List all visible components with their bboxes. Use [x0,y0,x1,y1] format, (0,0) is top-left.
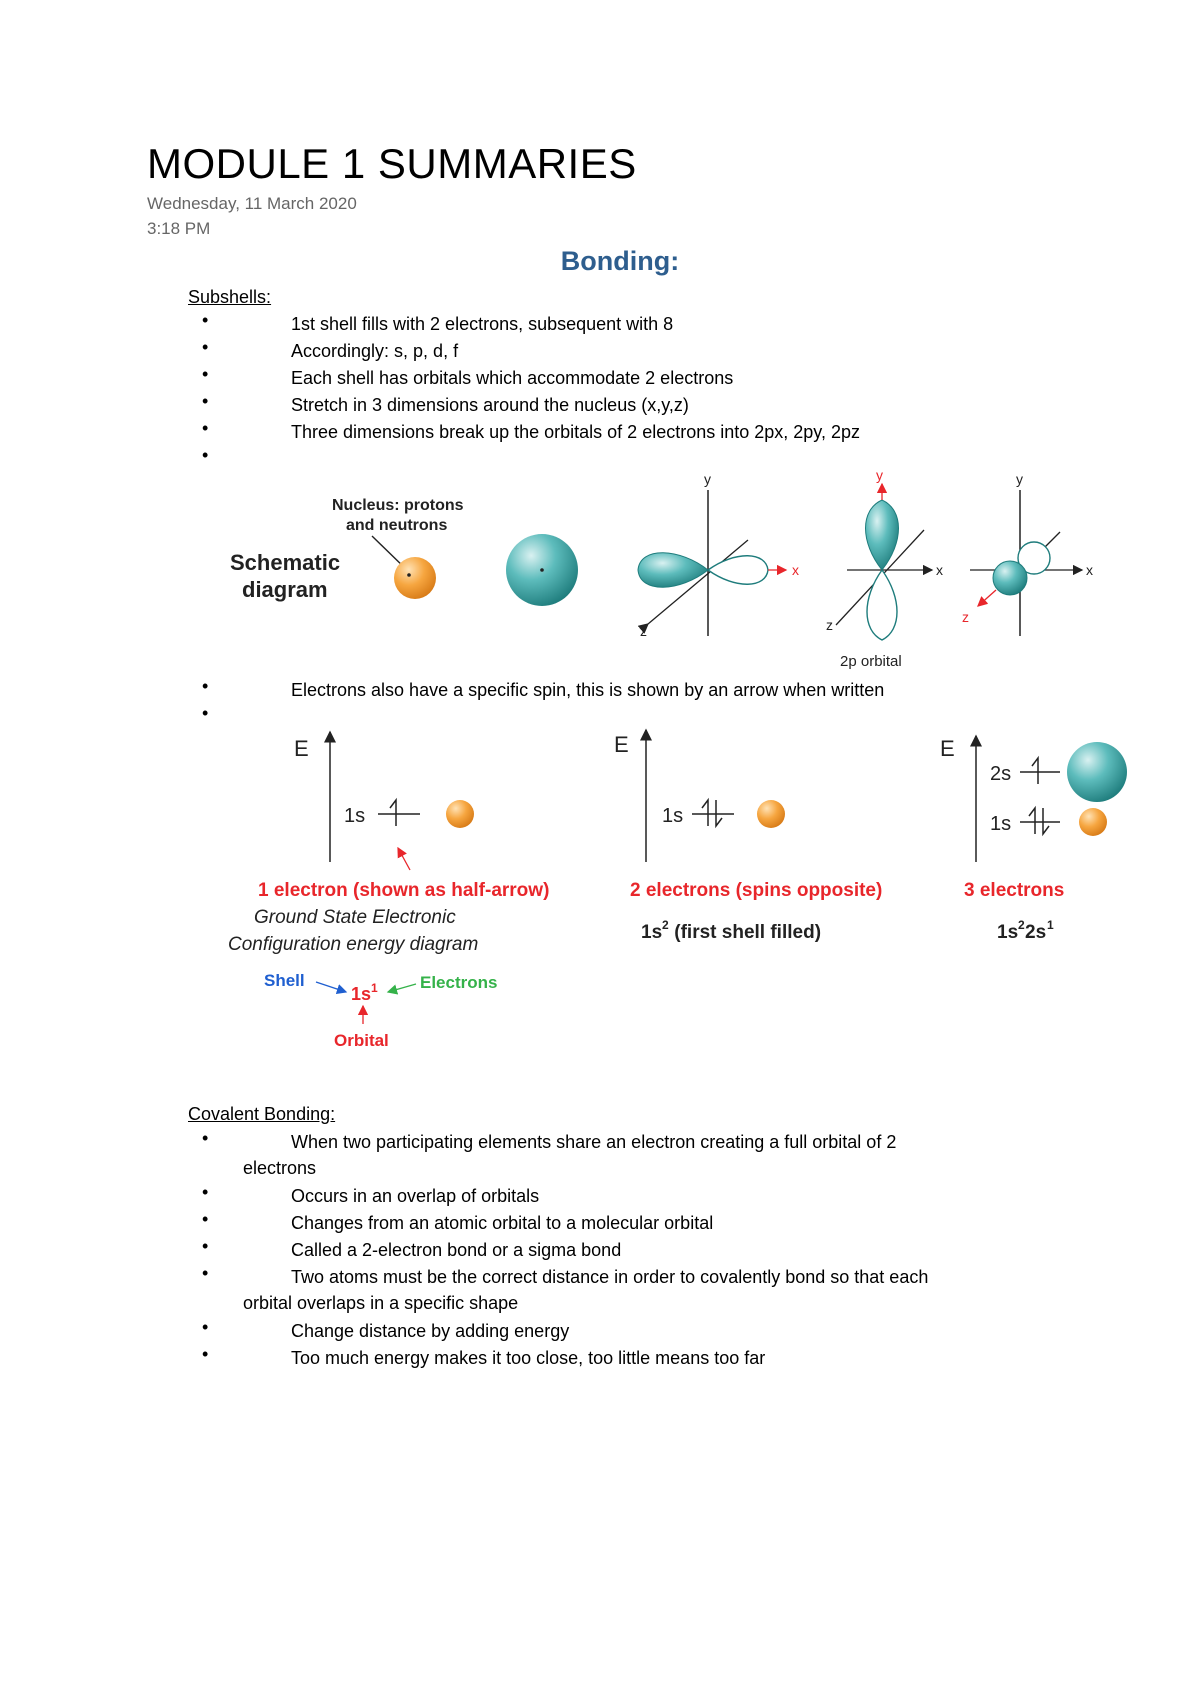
level-1s-label: 1s [662,805,683,827]
config-2-tail: (first shell filled) [669,922,821,943]
covalent-label: Covalent Bonding: [188,1104,336,1124]
list-item-continuation: orbital overlaps in a specific shape [243,1293,519,1313]
bullet-glyph: • [202,1128,209,1148]
level-1s-label: 1s [344,805,365,827]
axis-z-label: z [640,623,647,639]
nucleus-dot [407,573,411,577]
axis-y-label: y [876,470,883,483]
half-arrow-down [1042,808,1050,837]
nucleus-label-1: Nucleus: protons [332,497,464,514]
caption-1-electron: 1 electron (shown as half-arrow) [258,880,549,901]
list-item-text: Accordingly: s, p, d, f [291,341,459,361]
1s-sphere [757,800,785,828]
1s-sphere [1079,808,1107,836]
list-item-text: Too much energy makes it too close, too … [291,1348,766,1368]
list-item-text: Electrons also have a specific spin, thi… [291,680,885,700]
axis-z-label: z [962,609,969,625]
list-item-text: Changes from an atomic orbital to a mole… [291,1213,714,1233]
nucleus-label-2: and neutrons [346,517,447,534]
level-2s-label: 2s [990,763,1011,785]
list-item-text: When two participating elements share an… [291,1132,897,1152]
schematic-label-2: diagram [242,577,328,602]
bullet-glyph: • [202,391,209,411]
py-orbital [835,482,934,641]
bullet-glyph: • [202,1209,209,1229]
1s-sphere [446,800,474,828]
config-3-b-sup: 1 [1047,918,1054,932]
axis-y-label: y [1016,471,1023,487]
bullet-glyph: • [202,1344,209,1364]
bullet-glyph: • [202,445,209,465]
list-item-text: Three dimensions break up the orbitals o… [291,422,860,442]
energy-axis-label: E [614,732,629,757]
bullet-glyph: • [202,418,209,438]
list-item-text: Stretch in 3 dimensions around the nucle… [291,395,689,415]
bullet-glyph: • [202,703,209,723]
orbital-figure: Nucleus: protons and neutrons Schematic … [230,470,1093,670]
section-heading: Bonding: [560,246,680,276]
list-item-text: Called a 2-electron bond or a sigma bond [291,1240,622,1260]
half-arrow-up [389,797,397,826]
bullet-glyph: • [202,337,209,357]
config-3-a: 1s [997,922,1018,943]
bullet-glyph: • [202,1182,209,1202]
orbital-label: Orbital [334,1031,389,1050]
config-2-sup: 2 [662,918,669,932]
axis-z-label: z [826,617,833,633]
list-item-text: 1st shell fills with 2 electrons, subseq… [291,314,674,334]
bullet-glyph: • [202,676,209,696]
schematic-label-1: Schematic [230,550,340,575]
shell-pointer [315,981,348,995]
list-item-continuation: electrons [243,1158,317,1178]
list-item-text: Change distance by adding energy [291,1321,570,1341]
pz-orbital [970,490,1084,636]
bullet-glyph: • [202,1263,209,1283]
list-item-text: Two atoms must be the correct distance i… [291,1267,929,1287]
axis-x-label: x [936,562,943,578]
page-date: Wednesday, 11 March 2020 [147,194,357,213]
orbital-caption: 2p orbital [840,653,902,670]
electrons-pointer [386,983,417,995]
nucleus-sphere [394,557,436,599]
subshells-label: Subshells: [188,287,272,307]
2s-sphere [1067,742,1127,802]
caption-3-electrons: 3 electrons [964,880,1064,901]
energy-axis-label: E [294,736,309,761]
energy-axis-label: E [940,736,955,761]
px-orbital [637,490,788,636]
bullet-glyph: • [202,1317,209,1337]
axis-x-label: x [1086,562,1093,578]
caption-2-electrons: 2 electrons (spins opposite) [630,880,882,901]
level-1s-label: 1s [990,813,1011,835]
notation-sup: 1 [371,981,378,995]
ground-state-label-2: Configuration energy diagram [228,934,478,955]
half-arrow-up [1031,755,1039,784]
config-3-b: 2s [1025,922,1046,943]
page-title: MODULE 1 SUMMARIES [147,140,637,187]
bullet-glyph: • [202,1236,209,1256]
axis-x-label: x [792,562,799,578]
half-arrow-up [1028,805,1036,834]
s-orbital-center [540,568,544,572]
page-time: 3:18 PM [147,219,211,238]
list-item-text: Each shell has orbitals which accommodat… [291,368,734,388]
electron-pointer [397,846,411,871]
shell-label: Shell [264,971,305,990]
config-2-base: 1s [641,922,662,943]
half-arrow-up [701,797,709,826]
ground-state-label-1: Ground State Electronic [254,907,456,928]
config-3-a-sup: 2 [1018,918,1025,932]
electrons-label: Electrons [420,973,497,992]
axis-y-label: y [704,471,711,487]
list-item-text: Occurs in an overlap of orbitals [291,1186,540,1206]
half-arrow-down [715,800,723,829]
bullet-glyph: • [202,364,209,384]
bullet-glyph: • [202,310,209,330]
energy-diagram-figure: E 1s 1 electron (shown as half-arrow) Gr… [228,728,1127,1050]
notation-base: 1s [351,984,371,1004]
